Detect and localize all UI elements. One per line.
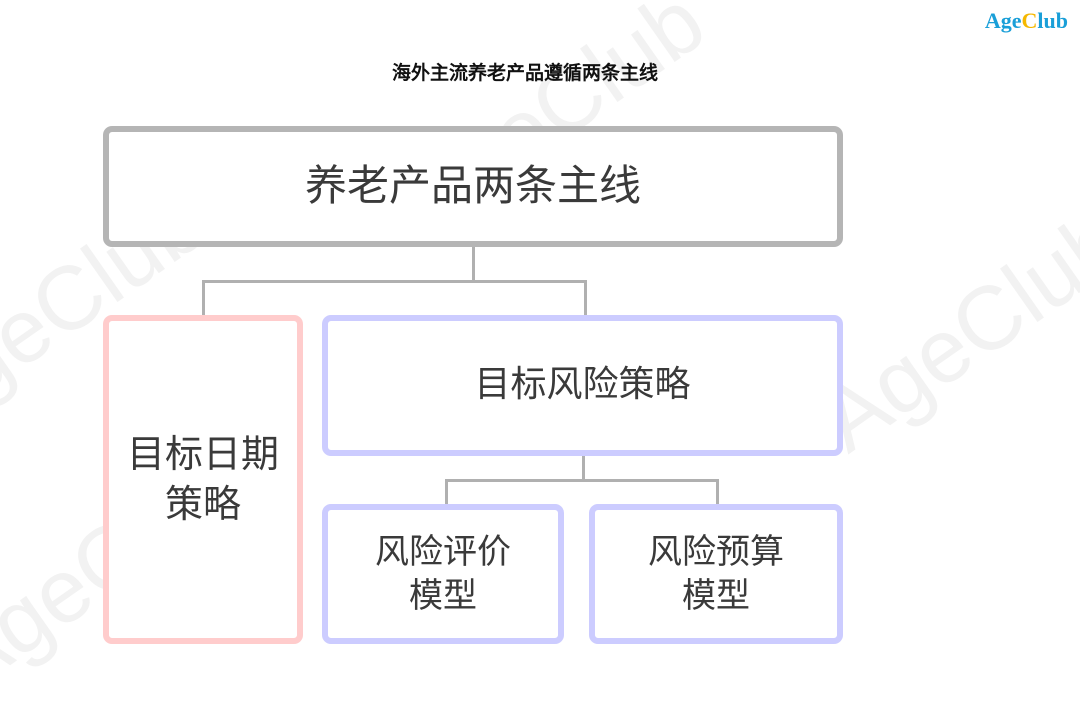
connector — [716, 479, 719, 507]
ageclub-logo: AgeClub — [985, 8, 1068, 34]
logo-text-accent: C — [1021, 8, 1038, 33]
connector — [202, 280, 205, 318]
root-node: 养老产品两条主线 — [103, 126, 843, 247]
target-risk-strategy-node: 目标风险策略 — [322, 315, 843, 456]
connector — [445, 479, 719, 482]
risk-evaluation-model-node: 风险评价 模型 — [322, 504, 564, 644]
connector — [445, 479, 448, 507]
page-title: 海外主流养老产品遵循两条主线 — [391, 62, 658, 84]
watermark: AgeClub — [802, 191, 1080, 472]
connector — [472, 246, 475, 282]
connector — [584, 280, 587, 318]
risk-budget-model-node: 风险预算 模型 — [589, 504, 843, 644]
connector — [582, 455, 585, 481]
connector — [202, 280, 587, 283]
logo-text: lub — [1037, 8, 1068, 33]
target-date-strategy-node: 目标日期 策略 — [103, 315, 303, 644]
logo-text: Age — [984, 8, 1022, 33]
